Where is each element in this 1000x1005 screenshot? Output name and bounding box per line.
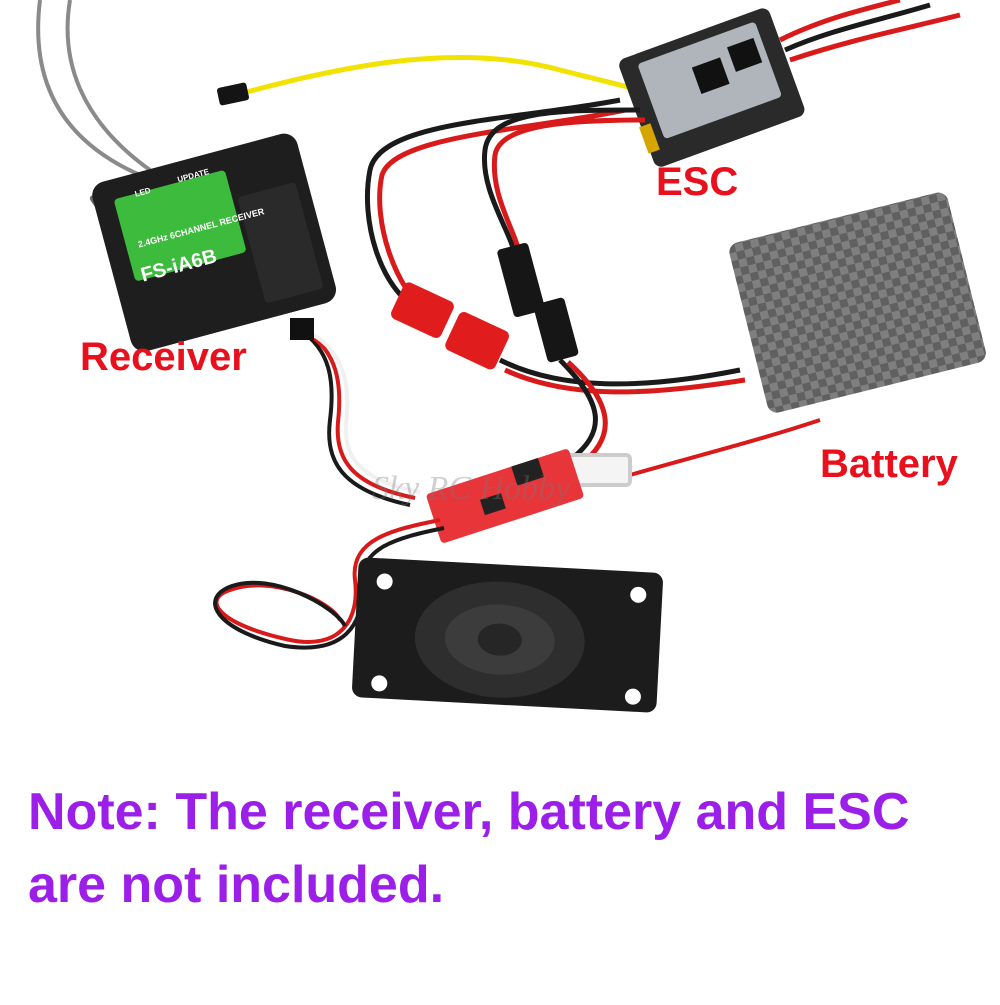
battery-pack — [729, 192, 986, 413]
note-line-2: are not included. — [28, 856, 445, 914]
battery-wires — [498, 357, 746, 467]
esc-module — [619, 8, 805, 167]
note-line-1: Note: The receiver, battery and ESC — [28, 783, 910, 841]
yellow-signal-wire — [217, 54, 641, 106]
black-servo-connector — [497, 242, 579, 363]
receiver-module: FS-iA6B 2.4GHz 6CHANNEL RECEIVER LED UPD… — [92, 133, 337, 352]
receiver-led-text: LED — [134, 186, 152, 199]
esc-label: ESC — [656, 160, 739, 204]
receiver-lead — [290, 318, 421, 507]
red-jst-connector — [391, 282, 509, 370]
receiver-label: Receiver — [80, 335, 247, 379]
battery-label: Battery — [820, 442, 958, 486]
speaker — [352, 557, 663, 713]
power-wire-loops — [364, 97, 646, 318]
sound-module-pcb — [426, 449, 584, 543]
esc-motor-wires — [778, 0, 961, 63]
watermark-text: Sky RC Hobby — [372, 470, 571, 507]
